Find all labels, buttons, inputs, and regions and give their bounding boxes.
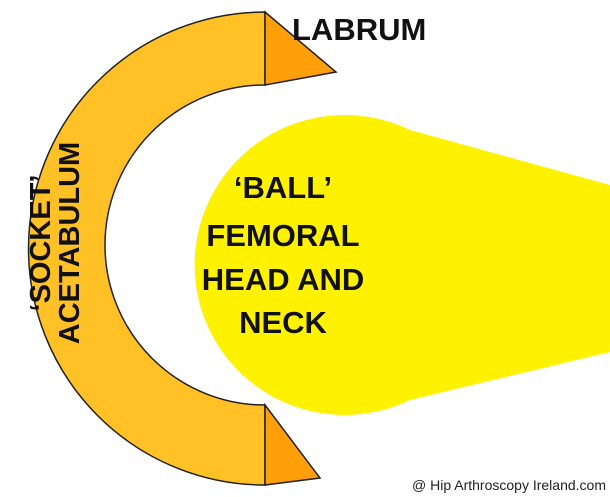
labrum-bottom-shape	[265, 405, 320, 485]
copyright-credit: @ Hip Arthroscopy Ireland.com	[412, 477, 606, 493]
ball-label-line3: HEAD AND	[202, 262, 364, 297]
labrum-label: LABRUM	[292, 12, 426, 47]
ball-label-line2: FEMORAL	[206, 218, 359, 253]
ball-label-line4: NECK	[239, 305, 327, 340]
ball-label-line1: ‘BALL’	[234, 170, 332, 205]
socket-label: ‘SOCKET’	[25, 175, 57, 312]
acetabulum-label: ACETABULUM	[54, 142, 86, 344]
